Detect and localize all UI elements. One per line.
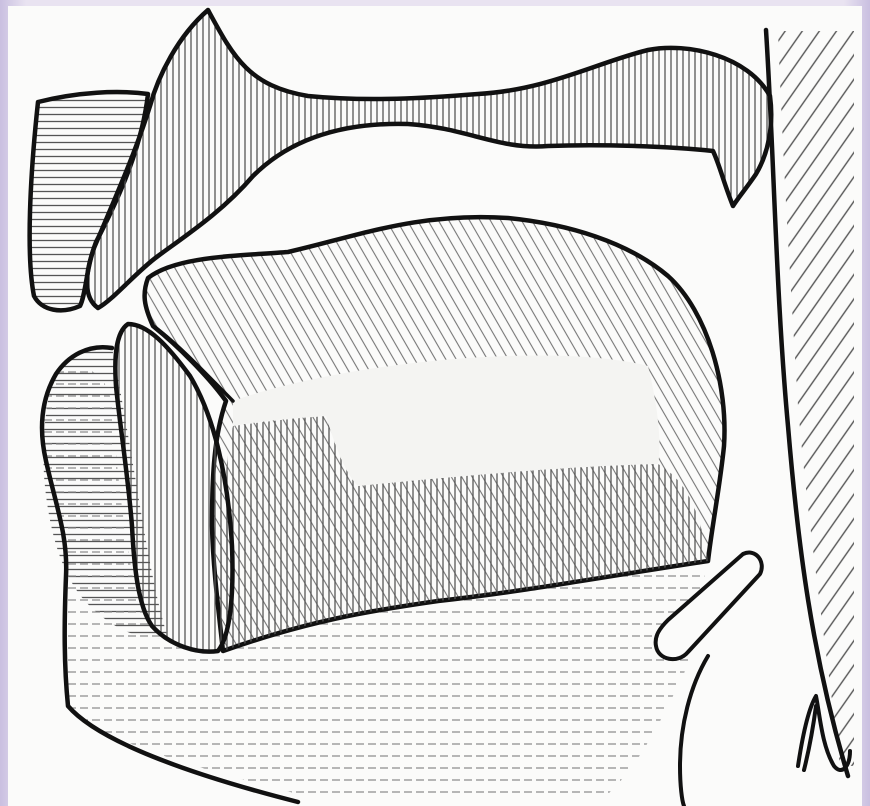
diagram-canvas <box>8 6 862 806</box>
vocal-tract-diagram <box>8 6 862 806</box>
throat-line <box>680 656 708 806</box>
